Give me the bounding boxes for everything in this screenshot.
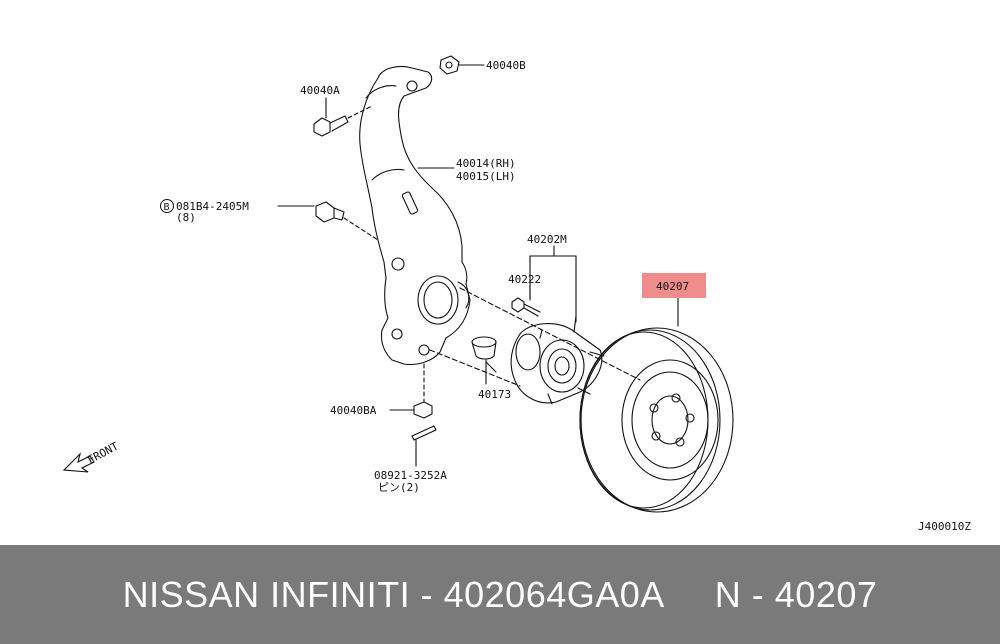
footer-banner: NISSAN INFINITI - 402064GA0A N - 40207: [0, 545, 1000, 644]
steering-knuckle: [359, 65, 471, 366]
label-40040a[interactable]: 40040A: [300, 84, 340, 97]
footer-brand-part-number: NISSAN INFINITI - 402064GA0A: [122, 573, 665, 615]
label-08921-3252a[interactable]: 08921-3252A: [374, 469, 447, 482]
label-40015-lh[interactable]: 40015(LH): [456, 170, 516, 183]
label-40207[interactable]: 40207: [656, 280, 689, 293]
label-pin-qty: ピン(2): [378, 481, 420, 494]
bolt-081b4-2405m: [277, 201, 379, 241]
cotter-pin-08921-3252a: [411, 425, 437, 467]
label-40014-rh[interactable]: 40014(RH): [456, 157, 516, 170]
nut-40040b: [439, 55, 485, 75]
brake-rotor-40207: [579, 297, 734, 513]
front-arrow-icon: [62, 452, 95, 473]
b-circle-icon: [160, 199, 174, 213]
hub-bolt-40222: [511, 285, 541, 317]
rotor-highlight: [642, 273, 706, 298]
label-40040ba[interactable]: 40040BA: [330, 404, 377, 417]
label-081b4-2405m[interactable]: 081B4-2405M: [176, 200, 249, 213]
cap-40173: [471, 336, 497, 385]
label-40202m[interactable]: 40202M: [527, 233, 567, 246]
label-40222[interactable]: 40222: [508, 273, 541, 286]
nut-40040ba: [389, 363, 433, 419]
label-40040b[interactable]: 40040B: [486, 59, 526, 72]
diagram-id: J400010Z: [918, 520, 971, 533]
parts-diagram: 40040B 40040A 40014(RH) 40015(LH) B 081B…: [62, 55, 972, 533]
bolt-40040a: [313, 97, 373, 137]
hub-assembly-40202m: [510, 245, 605, 405]
footer-part-reference: N - 40207: [714, 573, 878, 615]
label-bolt-qty: (8): [176, 211, 196, 224]
b-circle-letter: B: [164, 202, 170, 213]
label-40173[interactable]: 40173: [478, 388, 511, 401]
label-front: FRONT: [85, 439, 121, 466]
